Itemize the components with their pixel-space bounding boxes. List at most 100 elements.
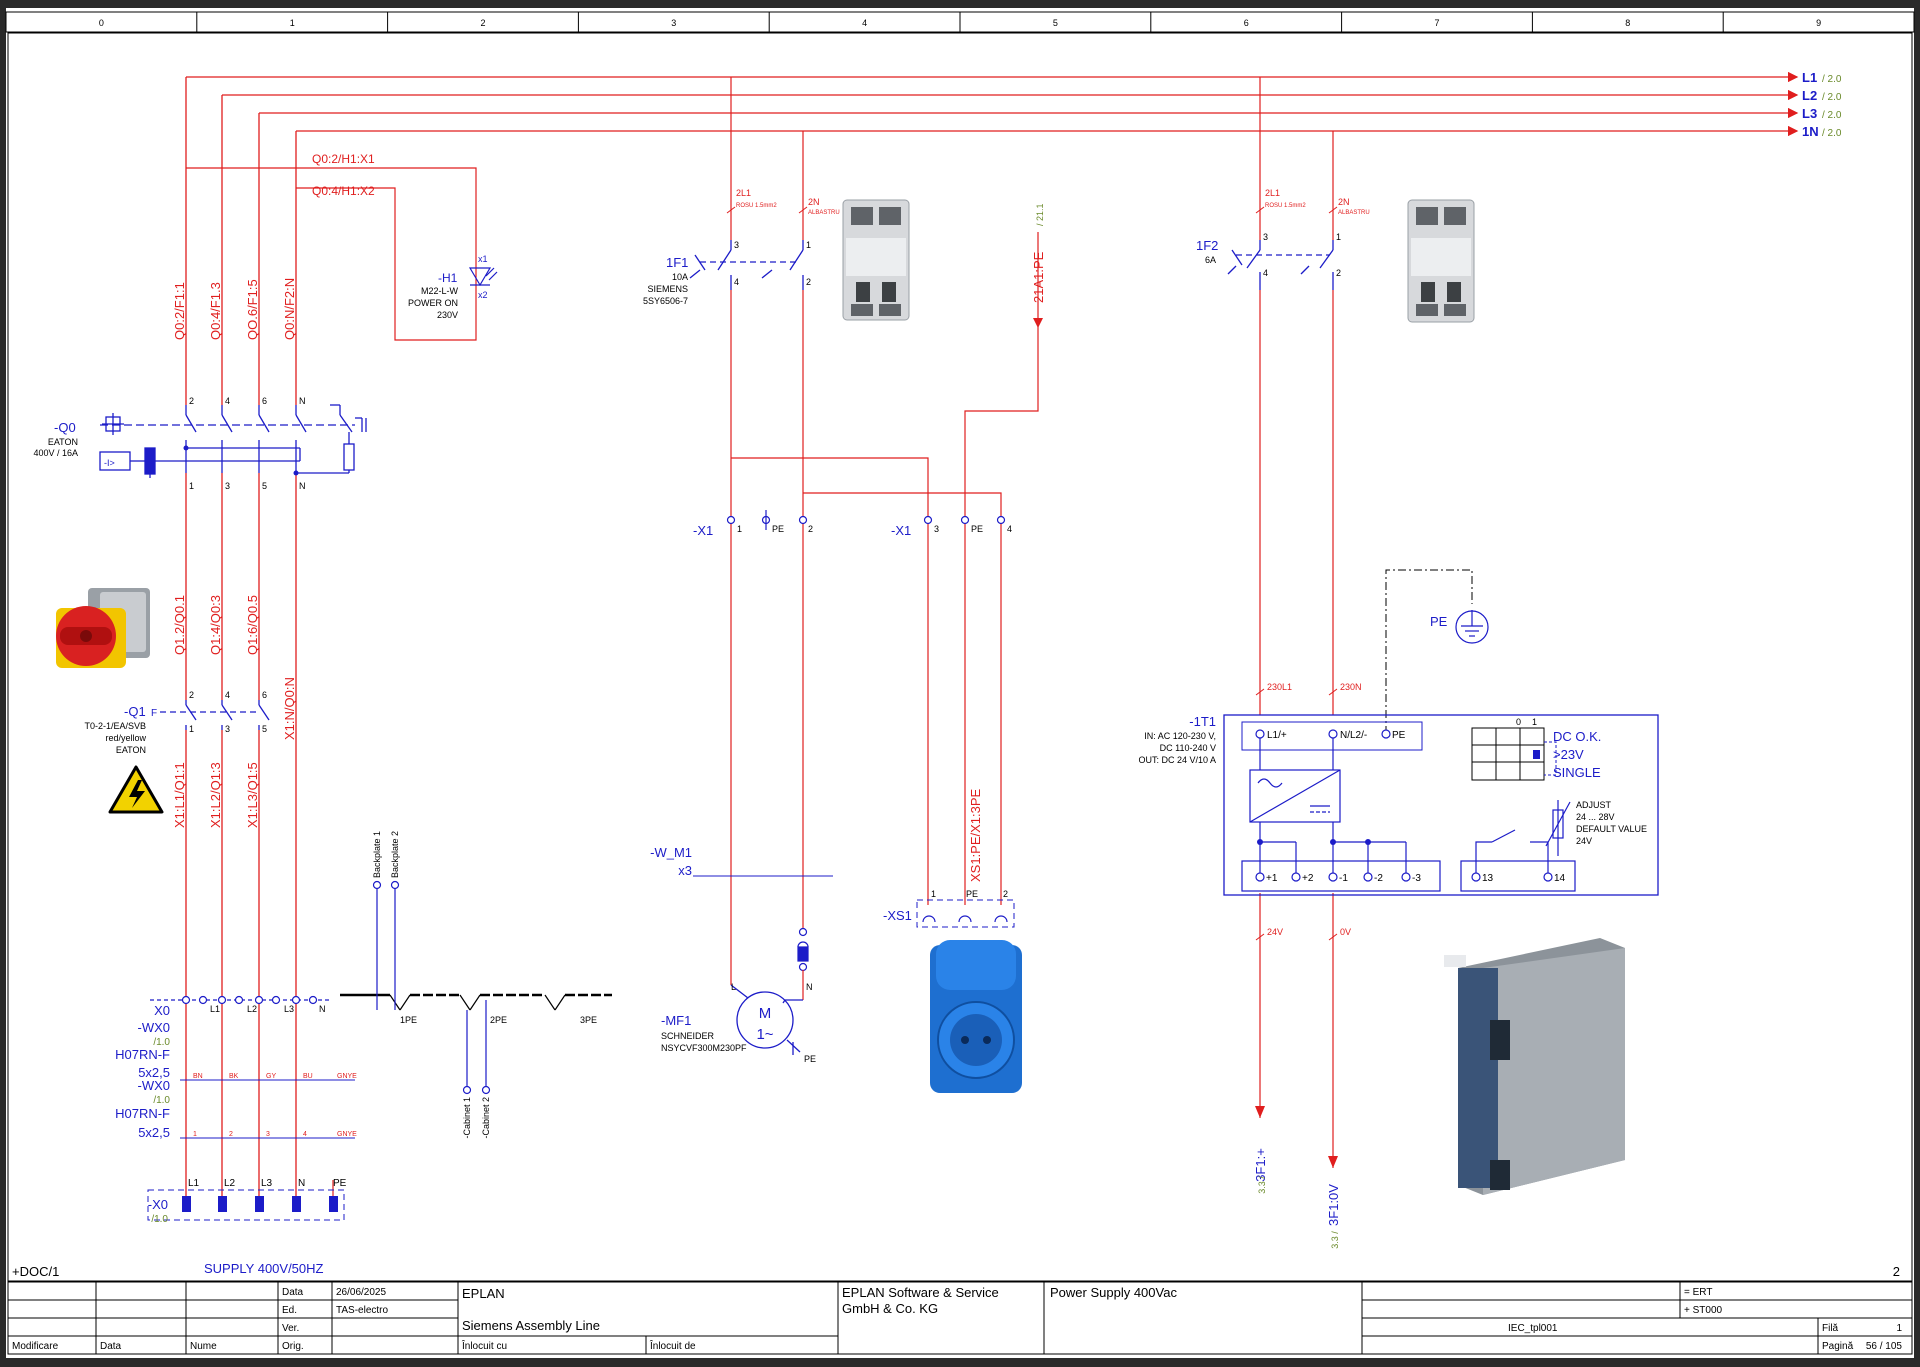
t1-tag: -1T1	[1189, 714, 1216, 729]
f1-pin-3: 3	[734, 240, 739, 250]
x0-pe-2: 2PE	[490, 1015, 507, 1025]
xs1-pin-2: 2	[1003, 889, 1008, 899]
ruler-column-9: 9	[1816, 18, 1821, 28]
q0-pin-5: 5	[262, 481, 267, 491]
q0-desc-2: 400V / 16A	[33, 448, 78, 458]
t1-status-1: DC O.K.	[1553, 729, 1601, 744]
t1-in-l1: L1/+	[1267, 730, 1287, 741]
strip-pin-l1: L1	[188, 1178, 200, 1189]
wire-label-out-plus-ref: 3.3 /	[1257, 1176, 1267, 1194]
t1-wire-24v: 24V	[1267, 927, 1283, 937]
h1-desc-1: M22-L-W	[421, 286, 459, 296]
t1-desc-2: DC 110-240 V	[1160, 743, 1216, 753]
wire-label-q0-h1-x1: Q0:2/H1:X1	[312, 152, 375, 166]
cable2-tag: -WX0	[138, 1078, 171, 1093]
f2-pin-4: 4	[1263, 268, 1268, 278]
cabinet-1: -Cabinet 1	[462, 1097, 472, 1139]
wire-label-q0-h1-x2: Q0:4/H1:X2	[312, 184, 375, 198]
label-orig: Orig.	[282, 1341, 304, 1352]
f1-desc-2: SIEMENS	[647, 284, 688, 294]
fila-value: 1	[1896, 1323, 1902, 1334]
h1-pin-x1: x1	[478, 254, 488, 264]
ruler-column-4: 4	[862, 18, 867, 28]
t1-adjust-4: 24V	[1576, 836, 1592, 846]
q0-pin-3: 3	[225, 481, 230, 491]
q0-pin-n-bottom: N	[299, 481, 306, 491]
strip-pin-l2: L2	[224, 1178, 236, 1189]
strip-pin-n: N	[298, 1178, 305, 1189]
wm1-tag: -W_M1	[650, 845, 692, 860]
title-block: +DOC/1 SUPPLY 400V/50HZ 2 Modificare Dat	[7, 1261, 1913, 1355]
f1-pin-4: 4	[734, 277, 739, 287]
wire-label-xs1-pe: XS1:PE/X1:3PE	[968, 788, 983, 882]
cable1-core-2: BK	[229, 1073, 239, 1080]
f1-tag: 1F1	[666, 255, 688, 270]
mf1-pin-l: L	[731, 982, 736, 992]
q1-pin-5: 5	[262, 724, 267, 734]
page-title: Power Supply 400Vac	[1050, 1285, 1177, 1300]
motor-symbol	[730, 984, 803, 1055]
label-ed: Ed.	[282, 1305, 297, 1316]
bus-label-l2: L2	[1802, 88, 1817, 103]
bus-label-l3: L3	[1802, 106, 1817, 121]
earth-icon	[1455, 610, 1489, 644]
x0-pin-l1: L1	[210, 1004, 220, 1014]
q0-desc-1: EATON	[48, 437, 78, 447]
bus-ref-l3: / 2.0	[1822, 110, 1842, 121]
strip-ref: /1.0	[151, 1214, 168, 1225]
xs1-tag: -XS1	[883, 908, 912, 923]
q1-pin-4: 4	[225, 690, 230, 700]
strip-pin-l3: L3	[261, 1178, 273, 1189]
q1-pin-6: 6	[262, 690, 267, 700]
company-line-2: GmbH & Co. KG	[842, 1301, 938, 1316]
q0-breaker: -I> -Q0 EATON 400V / 16A 2 4 6 N 1 3 5 N	[33, 396, 367, 491]
socket-image	[930, 940, 1022, 1093]
cable1-size: 5x2,5	[138, 1065, 170, 1080]
cable2-core-1: 1	[193, 1131, 197, 1138]
cable1-tag: -WX0	[138, 1020, 171, 1035]
x1a-pin-1: 1	[737, 524, 742, 534]
t1-switch-0: 0	[1516, 717, 1521, 727]
xs1-pin-pe: PE	[966, 889, 978, 899]
pe-tag: PE	[1430, 614, 1448, 629]
f1-wire2-sub: ALBASTRU	[808, 210, 840, 216]
breaker-image-2	[1407, 199, 1475, 323]
svg-text:-I>: -I>	[104, 458, 115, 468]
wire-label-q1-4: Q1:4/Q0:3	[208, 595, 223, 655]
cable2-core-3: 3	[266, 1131, 270, 1138]
wire-label-q1-2: Q1.2/Q0.1	[172, 595, 187, 655]
bus-ref-1n: / 2.0	[1822, 128, 1842, 139]
x0-pin-n: N	[319, 1004, 326, 1014]
cable2-core-4: 4	[303, 1131, 307, 1138]
t1-in-pe: PE	[1392, 730, 1406, 741]
wire-label-x1-l2: X1:L2/Q1:3	[208, 762, 223, 828]
x1b-tag: -X1	[891, 523, 911, 538]
bus-ref-l1: / 2.0	[1822, 74, 1842, 85]
x1b-pin-pe: PE	[971, 524, 983, 534]
f1-desc-3: 5SY6506-7	[643, 296, 688, 306]
t1-out-p2: +2	[1302, 873, 1314, 884]
f1-pin-1: 1	[806, 240, 811, 250]
ruler-column-5: 5	[1053, 18, 1058, 28]
t1-out-p1: +1	[1266, 873, 1278, 884]
t1-desc-3: OUT: DC 24 V/10 A	[1138, 755, 1216, 765]
x1b-pin-3: 3	[934, 524, 939, 534]
label-date: Data	[282, 1287, 304, 1298]
q1-pin-1: 1	[189, 724, 194, 734]
cable2-type: H07RN-F	[115, 1106, 170, 1121]
xs1-pin-1: 1	[931, 889, 936, 899]
wire-label-out-0v: 3F1:0V	[1326, 1184, 1341, 1226]
wm1-sub: x3	[678, 863, 692, 878]
f2-wire2-sub: ALBASTRU	[1338, 210, 1370, 216]
q0-pin-4: 4	[225, 396, 230, 406]
ruler-column-2: 2	[480, 18, 485, 28]
f2-wire1: 2L1	[1265, 188, 1280, 198]
power-bus	[185, 71, 1799, 1200]
t1-status-3: SINGLE	[1553, 765, 1601, 780]
f2-pin-3: 3	[1263, 232, 1268, 242]
label-inlocuit-cu: Înlocuit cu	[461, 1339, 507, 1352]
cable2-size: 5x2,5	[138, 1125, 170, 1140]
bus-label-1n: 1N	[1802, 124, 1819, 139]
wire-label-out-0v-ref: 3.3 /	[1330, 1231, 1340, 1249]
